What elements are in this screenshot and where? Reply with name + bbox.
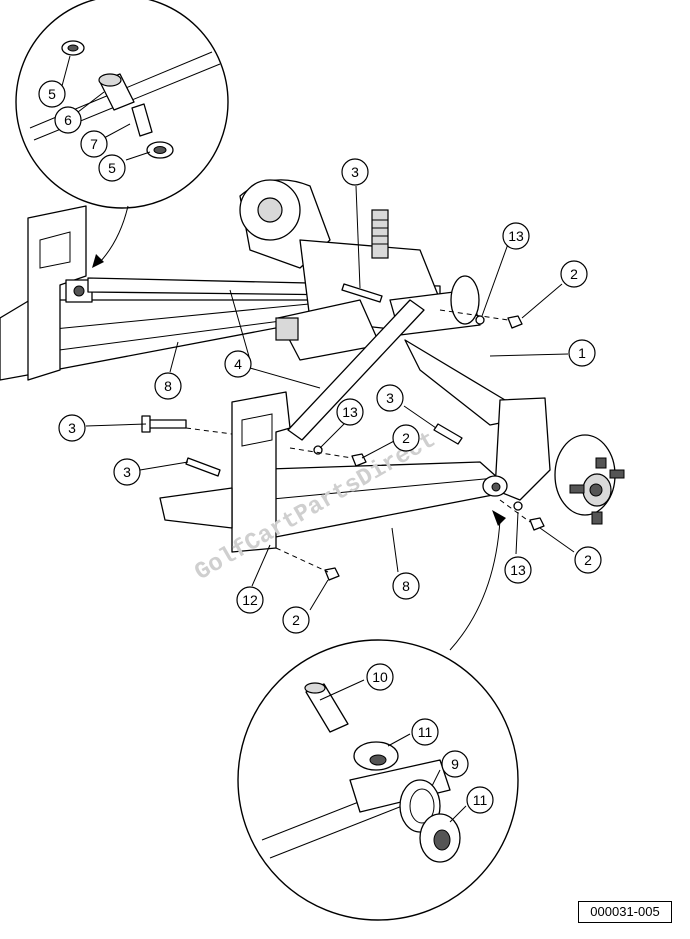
svg-text:2: 2 (402, 430, 410, 446)
callout-3-right: 3 (376, 384, 404, 412)
callout-6: 6 (54, 106, 82, 134)
svg-text:2: 2 (292, 612, 300, 628)
bolt-right (433, 423, 463, 445)
svg-text:5: 5 (48, 86, 56, 102)
svg-text:13: 13 (510, 562, 526, 578)
callout-5-top: 5 (38, 80, 66, 108)
nut-top-right (507, 315, 523, 329)
callout-2-top: 2 (560, 260, 588, 288)
svg-text:7: 7 (90, 136, 98, 152)
svg-text:3: 3 (386, 390, 394, 406)
detail-inset-top (15, 0, 229, 209)
callout-2-bottom: 2 (282, 606, 310, 634)
callout-2-mid: 2 (392, 424, 420, 452)
bolt-left-a (141, 415, 187, 433)
callout-12: 12 (236, 586, 264, 614)
nut-bottom (324, 567, 340, 581)
callout-4: 4 (224, 350, 252, 378)
callout-1: 1 (568, 339, 596, 367)
callout-13-low: 13 (504, 556, 532, 584)
svg-text:6: 6 (64, 112, 72, 128)
callout-2-low-right: 2 (574, 546, 602, 574)
svg-text:3: 3 (123, 464, 131, 480)
callout-13-top: 13 (502, 222, 530, 250)
detail-inset-bottom (237, 639, 519, 921)
arrow-head-top-icon (92, 254, 104, 268)
callout-3-left-b: 3 (113, 458, 141, 486)
bolt-left-b (185, 457, 221, 477)
svg-text:2: 2 (584, 552, 592, 568)
svg-text:10: 10 (372, 669, 388, 685)
nut-mid (351, 453, 367, 467)
arrow-head-bottom-icon (492, 510, 506, 526)
figure-reference: 000031-005 (578, 901, 672, 923)
callout-11-top: 11 (411, 718, 439, 746)
callout-5-bottom: 5 (98, 154, 126, 182)
callout-8-bottom: 8 (392, 572, 420, 600)
rear-axle-assembly (0, 179, 625, 581)
leader-lines (61, 55, 575, 823)
svg-text:11: 11 (473, 792, 488, 808)
svg-text:13: 13 (508, 228, 524, 244)
svg-text:9: 9 (451, 756, 459, 772)
inset-arrow-bottom (449, 519, 501, 651)
nut-right-low (529, 517, 545, 531)
svg-text:1: 1 (578, 345, 586, 361)
callout-9: 9 (441, 750, 469, 778)
svg-text:8: 8 (402, 578, 410, 594)
svg-text:3: 3 (68, 420, 76, 436)
washer-low (513, 501, 523, 511)
washer-top (475, 315, 485, 325)
svg-text:3: 3 (351, 164, 359, 180)
inset-arrow-top (99, 205, 129, 263)
callout-7: 7 (80, 130, 108, 158)
svg-text:12: 12 (242, 592, 258, 608)
svg-text:2: 2 (570, 266, 578, 282)
callout-3-left-a: 3 (58, 414, 86, 442)
callout-10: 10 (366, 663, 394, 691)
svg-text:5: 5 (108, 160, 116, 176)
callout-13-mid: 13 (336, 398, 364, 426)
callout-8-top: 8 (154, 372, 182, 400)
callout-11-bottom: 11 (466, 786, 494, 814)
svg-text:8: 8 (164, 378, 172, 394)
svg-text:11: 11 (418, 724, 433, 740)
svg-text:4: 4 (234, 356, 242, 372)
svg-text:13: 13 (342, 404, 358, 420)
bolt-upper (341, 283, 383, 303)
callout-3-top: 3 (341, 158, 369, 186)
